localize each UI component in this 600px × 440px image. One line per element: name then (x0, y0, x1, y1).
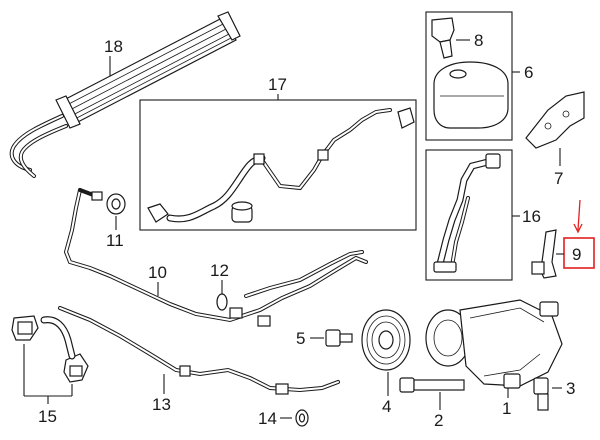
part-17-group-box (139, 99, 417, 231)
callout-6: 6 (524, 63, 533, 82)
part-14-clamp[interactable] (295, 409, 309, 427)
callout-14: 14 (258, 409, 277, 428)
callout-7: 7 (554, 169, 563, 188)
part-16-hose[interactable] (433, 153, 501, 273)
callout-8: 8 (474, 31, 483, 50)
callout-12: 12 (210, 261, 229, 280)
part-6-reservoir-box (425, 11, 513, 141)
part-1-pump[interactable] (425, 299, 563, 389)
part-7-bracket[interactable] (525, 91, 585, 149)
part-9-sensor[interactable] (531, 229, 557, 279)
part-17-hose-assembly[interactable] (147, 107, 415, 223)
part-3-fitting[interactable] (533, 377, 549, 411)
callout-13: 13 (152, 395, 171, 414)
part-16-hose-box (425, 149, 513, 281)
part-10-pressure-line[interactable] (63, 188, 368, 327)
callout-10: 10 (148, 263, 167, 282)
callout-5: 5 (296, 329, 305, 348)
part-6-reservoir[interactable] (433, 61, 509, 129)
part-13-return-line[interactable] (40, 306, 340, 395)
part-5-bolt[interactable] (325, 329, 353, 347)
callout-16: 16 (522, 207, 541, 226)
callout-1: 1 (502, 399, 511, 418)
highlight-arrow-9 (577, 199, 581, 231)
callout-3: 3 (566, 379, 575, 398)
highlight-box-9 (563, 237, 595, 269)
callout-2: 2 (434, 411, 443, 430)
callout-11: 11 (106, 231, 124, 250)
callout-17: 17 (268, 75, 287, 94)
part-18-cooler[interactable] (9, 11, 241, 178)
part-12-o-ring[interactable] (216, 293, 228, 311)
callout-15: 15 (38, 407, 57, 426)
part-8-cap[interactable] (431, 17, 455, 59)
callout-4: 4 (382, 397, 391, 416)
callout-18: 18 (104, 37, 123, 56)
callout-9: 9 (572, 245, 581, 264)
part-15-mounts[interactable] (11, 315, 89, 383)
part-11-washer[interactable] (106, 193, 126, 215)
part-4-pulley[interactable] (361, 309, 411, 371)
highlight-arrowhead-9 (573, 223, 583, 234)
part-2-bolt[interactable] (399, 377, 465, 393)
